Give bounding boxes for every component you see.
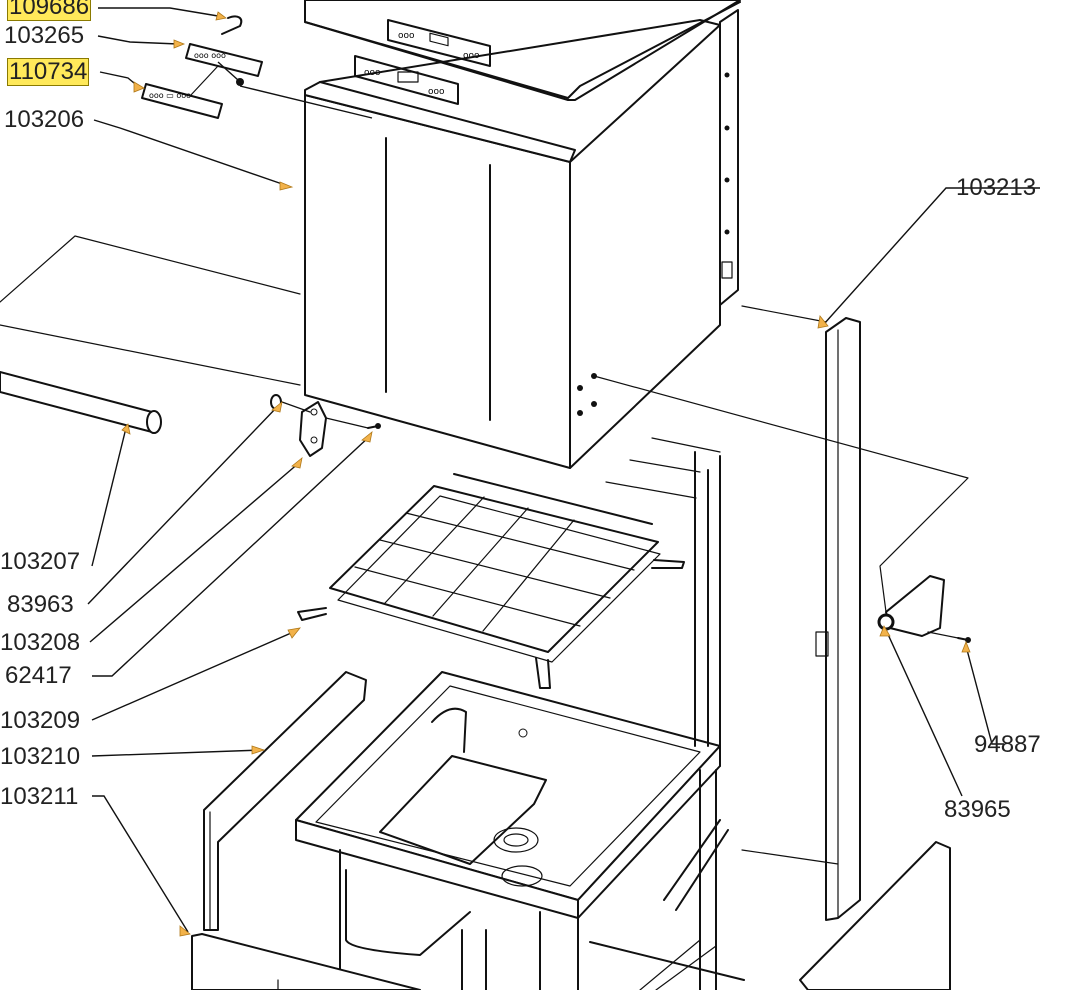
part-callout-110734[interactable]: 110734 xyxy=(6,58,90,86)
part-callout-109686[interactable]: 109686 xyxy=(6,0,92,21)
wire-rack xyxy=(297,473,685,689)
part-callout-94887[interactable]: 94887 xyxy=(974,731,1041,758)
part-callout-83963[interactable]: 83963 xyxy=(7,591,74,618)
callout-arrowheads xyxy=(121,11,971,937)
main-hood-body xyxy=(304,19,721,469)
part-callout-103206[interactable]: 103206 xyxy=(4,106,85,133)
part-callout-103213[interactable]: 103213 xyxy=(956,174,1037,201)
part-callout-103207[interactable]: 103207 xyxy=(0,548,81,575)
hinge-bracket-part xyxy=(299,401,327,457)
part-callout-83965[interactable]: 83965 xyxy=(944,796,1011,823)
handle-part xyxy=(221,15,243,35)
part-callout-103210[interactable]: 103210 xyxy=(0,743,81,770)
part-callout-103265[interactable]: 103265 xyxy=(4,22,85,49)
side-panel-left xyxy=(0,235,301,386)
lower-frame-tank xyxy=(295,451,745,990)
pipe-part xyxy=(0,371,162,434)
svg-text:ooo: ooo xyxy=(428,87,445,97)
hinge-screw-right xyxy=(957,637,971,643)
part-callout-103211[interactable]: 103211 xyxy=(0,783,79,810)
svg-text:ooo ▭ ooo: ooo ▭ ooo xyxy=(149,91,191,100)
part-callout-103208[interactable]: 103208 xyxy=(0,629,81,656)
svg-text:ooo: ooo xyxy=(463,51,480,61)
front-bottom-panel xyxy=(191,933,421,990)
left-lower-panel xyxy=(203,671,367,931)
svg-text:ooo: ooo xyxy=(398,31,415,41)
screw-part xyxy=(367,423,381,429)
leader-lines xyxy=(87,7,1040,933)
part-callout-103209[interactable]: 103209 xyxy=(0,707,81,734)
svg-text:ooo ooo: ooo ooo xyxy=(194,51,226,60)
part-callout-62417[interactable]: 62417 xyxy=(5,662,72,689)
hood-top-part: ooo ooo xyxy=(304,0,741,101)
door-hinge-right xyxy=(877,575,945,637)
display-plate-part: ooo ▭ ooo xyxy=(141,83,223,119)
switch-plate-part: ooo ooo xyxy=(185,43,263,77)
hood-side-strip xyxy=(719,9,739,306)
right-bottom-panel xyxy=(799,841,951,990)
right-side-panel xyxy=(815,317,861,921)
